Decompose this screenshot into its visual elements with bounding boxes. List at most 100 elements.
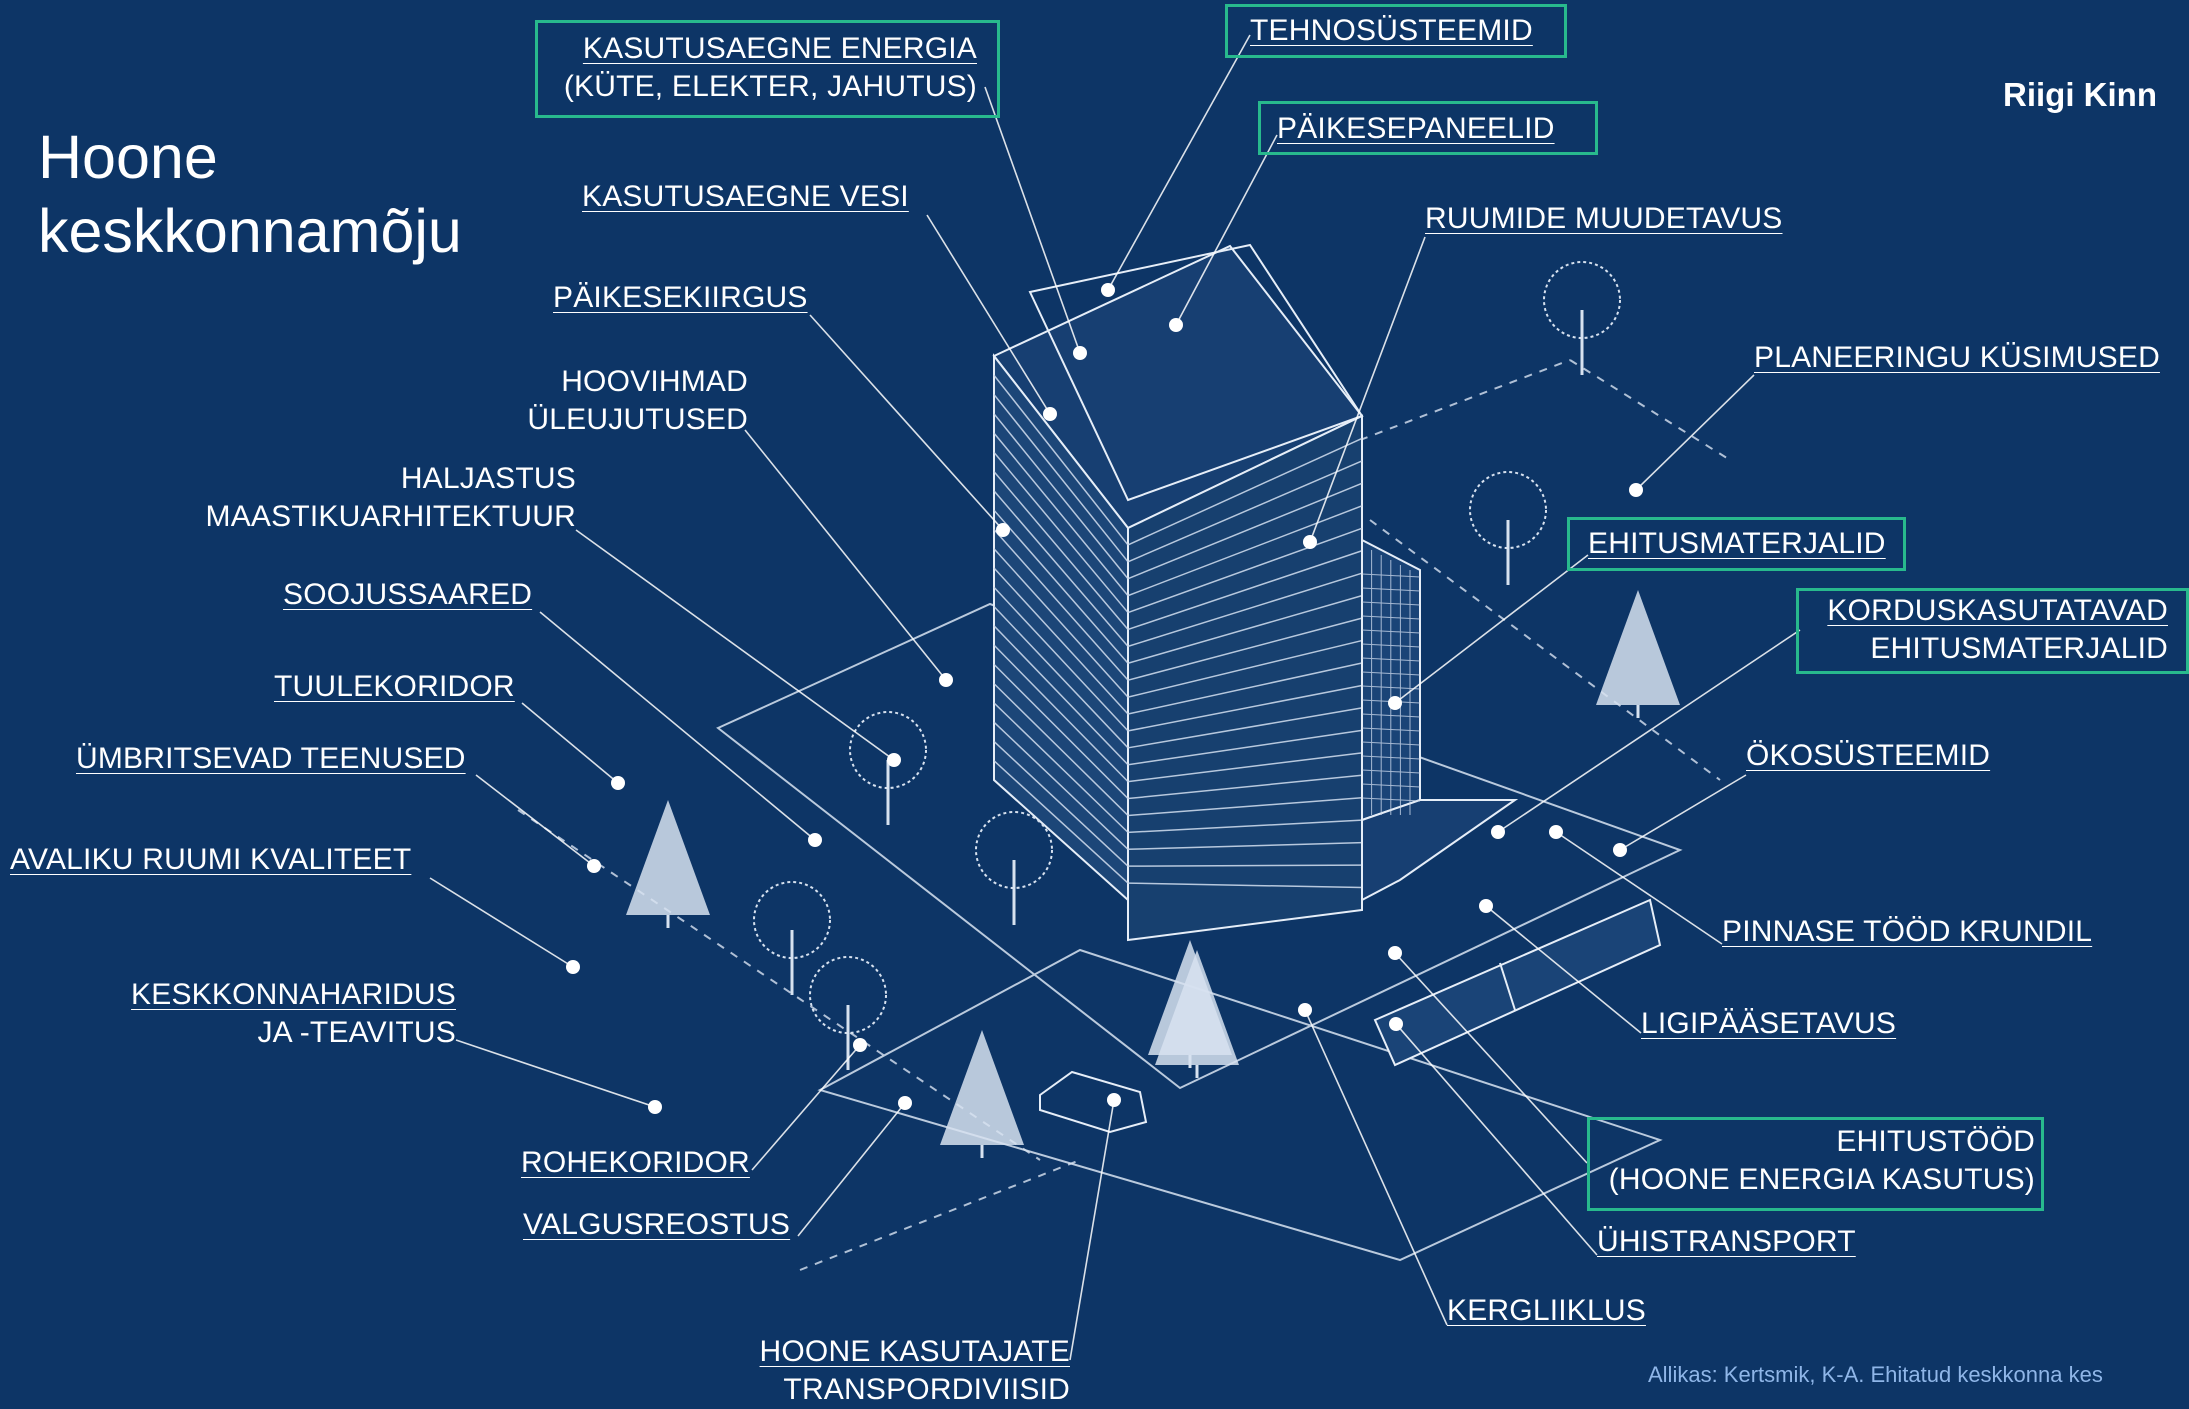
leader-line bbox=[1069, 1099, 1115, 1361]
label-pinnase-tood: PINNASE TÖÖD KRUNDIL bbox=[1722, 913, 2092, 951]
highlight-box-ehitustood bbox=[1587, 1117, 2044, 1211]
leader-dot bbox=[1629, 483, 1643, 497]
highlight-box-paikesepaneelid bbox=[1258, 101, 1598, 155]
label-tuulekoridor: TUULEKORIDOR bbox=[274, 668, 515, 706]
tower bbox=[992, 243, 1519, 942]
highlight-box-ehitusmaterjalid bbox=[1567, 517, 1906, 571]
facade-grid-line bbox=[1361, 587, 1421, 592]
label-line: AVALIKU RUUMI KVALITEET bbox=[10, 843, 412, 876]
label-ymbritsevad-teenused: ÜMBRITSEVAD TEENUSED bbox=[76, 740, 466, 778]
facade-grid-line bbox=[1361, 727, 1421, 732]
leader-line bbox=[1619, 774, 1747, 851]
label-line: KASUTUSAEGNE VESI bbox=[582, 180, 909, 213]
deciduous-tree bbox=[1543, 261, 1621, 339]
floor-line bbox=[993, 644, 1129, 783]
facade-grid-line bbox=[1361, 629, 1421, 634]
floor-line bbox=[993, 528, 1129, 681]
facade-grid-line bbox=[1361, 713, 1421, 718]
label-line: EHITUSMATERJALID bbox=[1588, 527, 1886, 560]
label-line: TEHNOSÜSTEEMID bbox=[1250, 14, 1533, 47]
label-line: ÖKOSÜSTEEMID bbox=[1746, 739, 1991, 772]
leader-dot bbox=[1388, 696, 1402, 710]
title-line-1: Hoone bbox=[38, 123, 218, 191]
floor-line bbox=[1127, 617, 1363, 681]
leader-dot bbox=[1169, 318, 1183, 332]
conifer-tree bbox=[1148, 940, 1232, 1055]
floor-line bbox=[993, 760, 1129, 884]
label-okosysteemid: ÖKOSÜSTEEMID bbox=[1746, 737, 1990, 775]
floor-line bbox=[993, 567, 1129, 715]
leader-line bbox=[475, 774, 595, 867]
floor-line bbox=[1127, 841, 1363, 851]
floor-line bbox=[1127, 684, 1363, 732]
floor-line bbox=[1127, 774, 1363, 800]
leader-line bbox=[1107, 34, 1251, 291]
label-line: EHITUSMATERJALID bbox=[1870, 632, 2168, 665]
label-valgusreostus: VALGUSREOSTUS bbox=[523, 1206, 790, 1244]
leader-line bbox=[1304, 1009, 1448, 1326]
leader-line bbox=[1394, 554, 1589, 704]
label-line: ÜHISTRANSPORT bbox=[1597, 1225, 1856, 1258]
floor-line bbox=[993, 432, 1129, 597]
label-transpordiviisid: HOONE KASUTAJATE TRANSPORDIVIISID bbox=[740, 1333, 1070, 1409]
label-line: JA -TEAVITUS bbox=[257, 1016, 456, 1049]
leader-dot bbox=[1043, 407, 1057, 421]
leader-line bbox=[1175, 134, 1278, 326]
floor-line bbox=[1127, 550, 1363, 631]
floor-line bbox=[1127, 437, 1363, 546]
facade-grid-line bbox=[1361, 685, 1421, 690]
label-line: LIGIPÄÄSETAVUS bbox=[1641, 1007, 1897, 1040]
trees bbox=[626, 261, 1680, 1158]
label-haljastus: HALJASTUS MAASTIKUARHITEKTUUR bbox=[196, 460, 576, 536]
leader-dot bbox=[1303, 535, 1317, 549]
leader-line bbox=[984, 86, 1081, 354]
leader-line bbox=[1395, 1023, 1598, 1256]
floor-line bbox=[993, 548, 1129, 698]
floor-line bbox=[1127, 662, 1363, 715]
floor-line bbox=[993, 606, 1129, 749]
floor-line bbox=[1127, 572, 1363, 648]
leader-dot bbox=[1073, 346, 1087, 360]
leader-dot bbox=[1388, 946, 1402, 960]
floor-line bbox=[993, 663, 1129, 800]
facade-grid-line bbox=[1361, 797, 1421, 802]
label-line: PÄIKESEPANEELID bbox=[1277, 112, 1555, 145]
leader-line bbox=[809, 314, 1004, 531]
leader-line bbox=[539, 611, 816, 841]
leader-line bbox=[1555, 831, 1723, 945]
label-ehitustood: EHITUSTÖÖD (HOONE ENERGIA KASUTUS) bbox=[1595, 1123, 2035, 1199]
facade-grid-line bbox=[1361, 769, 1421, 774]
label-line: HOOVIHMAD bbox=[561, 365, 748, 398]
leader-dot bbox=[887, 753, 901, 767]
floor-line bbox=[1127, 707, 1363, 749]
leader-dot bbox=[1479, 899, 1493, 913]
bus bbox=[1373, 898, 1662, 1067]
label-korduskasutatavad: KORDUSKASUTATAVAD EHITUSMATERJALID bbox=[1800, 592, 2168, 668]
label-ehitusmaterjalid: EHITUSMATERJALID bbox=[1588, 525, 1886, 563]
leader-line bbox=[455, 1039, 656, 1108]
leader-line bbox=[744, 429, 947, 681]
facade-grid-line bbox=[1361, 755, 1421, 760]
floor-line bbox=[1127, 796, 1363, 817]
page-title: Hoone keskkonnamõju bbox=[38, 120, 462, 268]
floor-line bbox=[1127, 882, 1363, 889]
label-keskkonnaharidus: KESKKONNAHARIDUS JA -TEAVITUS bbox=[120, 976, 456, 1052]
source-citation: Allikas: Kertsmik, K-A. Ehitatud keskkon… bbox=[1648, 1362, 2103, 1387]
label-line: (HOONE ENERGIA KASUTUS) bbox=[1608, 1163, 2035, 1196]
deciduous-tree bbox=[849, 711, 927, 789]
label-line: KESKKONNAHARIDUS bbox=[131, 978, 456, 1011]
label-planeeringu-kysimused: PLANEERINGU KÜSIMUSED bbox=[1754, 339, 2160, 377]
floor-line bbox=[1127, 639, 1363, 698]
floor-line bbox=[993, 490, 1129, 647]
floor-line bbox=[993, 394, 1129, 563]
label-line: MAASTIKUARHITEKTUUR bbox=[205, 500, 576, 533]
deciduous-tree bbox=[1469, 471, 1547, 549]
label-line: EHITUSTÖÖD bbox=[1836, 1125, 2035, 1158]
leader-line bbox=[751, 1044, 861, 1171]
leader-dot bbox=[898, 1096, 912, 1110]
leader-line bbox=[521, 702, 619, 784]
leader-dot bbox=[611, 776, 625, 790]
floor-line bbox=[1127, 864, 1363, 867]
